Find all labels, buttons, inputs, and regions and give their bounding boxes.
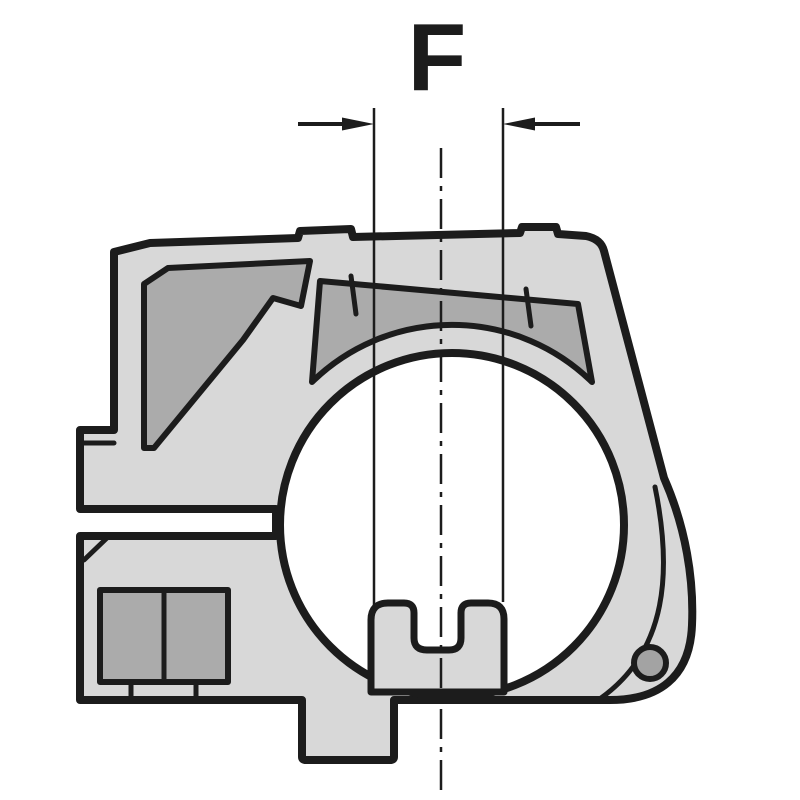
pipe-bore bbox=[276, 349, 628, 701]
mount-lobe-hole bbox=[631, 644, 669, 682]
mount-lobe-inner-edge bbox=[598, 484, 667, 701]
block-chamfer-line bbox=[81, 534, 111, 563]
dimension-arrow-right bbox=[503, 117, 535, 131]
band-segment-line-right bbox=[523, 286, 534, 329]
insert-pad-band bbox=[309, 278, 595, 385]
band-segment-line-left bbox=[348, 273, 359, 317]
insert-pad-left bbox=[141, 258, 313, 451]
retainer-tab bbox=[367, 599, 508, 696]
dimension-label-f: F bbox=[408, 4, 467, 111]
dimension-arrow-left bbox=[342, 117, 374, 131]
